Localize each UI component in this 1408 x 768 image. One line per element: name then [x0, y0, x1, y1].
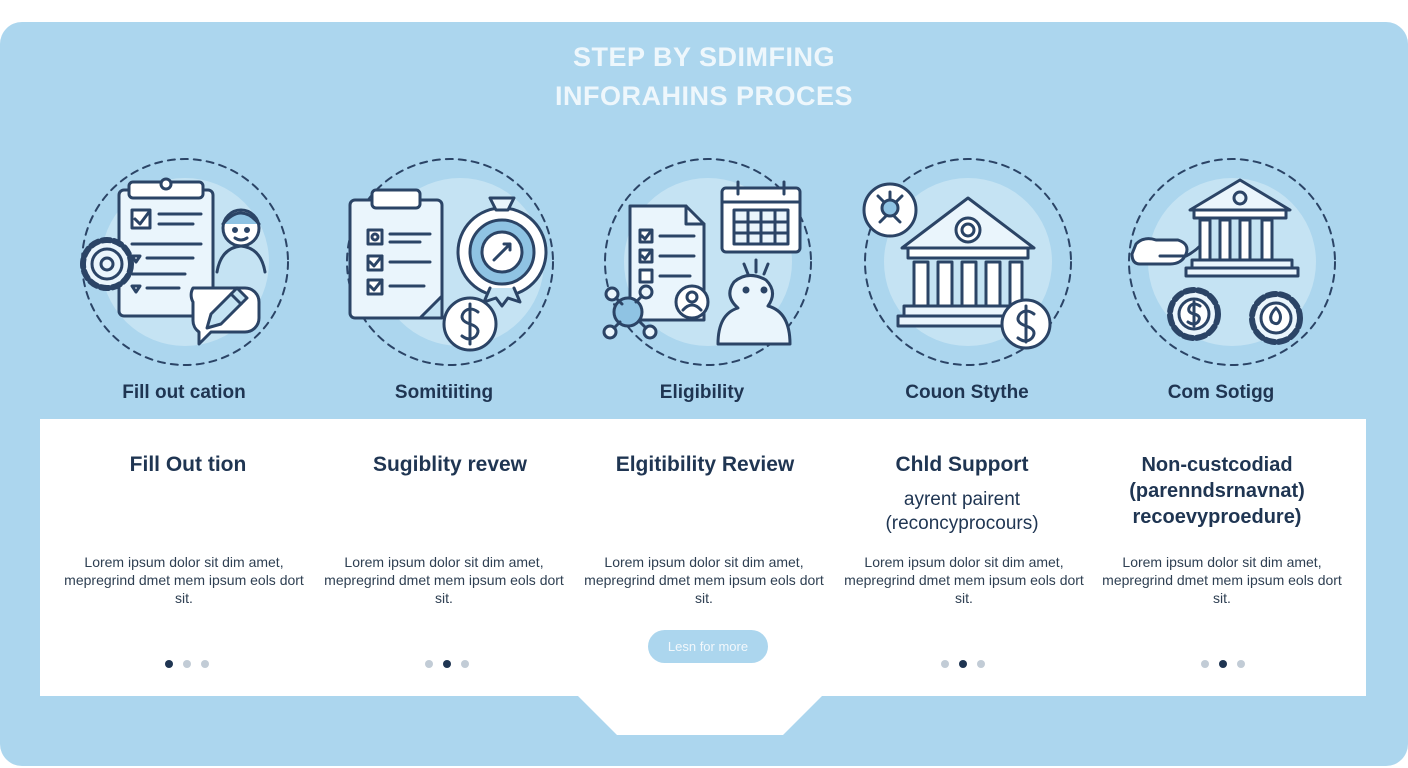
- column-description-2: Lorem ipsum dolor sit dim amet, mepregri…: [324, 554, 564, 606]
- card-notch: [577, 695, 823, 735]
- step-label-3: Eligibility: [659, 382, 745, 403]
- pagination-dot[interactable]: [183, 660, 191, 668]
- column-4: Chld Support ayrent pairent (reconcyproc…: [837, 452, 1087, 536]
- application-form-icon: [75, 152, 295, 372]
- submission-clipboard-icon: [340, 152, 560, 372]
- pagination-dot[interactable]: [959, 660, 967, 668]
- column-title: Non-custcodiad (parenndsrnavnat) recoevy…: [1129, 454, 1305, 528]
- column-3: Elgitibility Review: [580, 452, 830, 478]
- column-title: Chld Support: [895, 453, 1029, 476]
- pagination-dot[interactable]: [977, 660, 985, 668]
- column-title: Fill Out tion: [129, 453, 247, 476]
- pagination-dot[interactable]: [941, 660, 949, 668]
- pagination-dot[interactable]: [461, 660, 469, 668]
- page-title-line2: INFORAHINS PROCES: [554, 81, 854, 111]
- column-description-1: Lorem ipsum dolor sit dim amet, mepregri…: [64, 554, 304, 606]
- learn-more-button[interactable]: Lesn for more: [648, 630, 768, 663]
- column-2: Sugiblity revew: [325, 452, 575, 478]
- step-label-1: Fill out cation: [122, 382, 246, 403]
- column-subtitle: ayrent pairent (reconcyprocours): [885, 489, 1039, 534]
- pagination-dot[interactable]: [201, 660, 209, 668]
- column-title: Sugiblity revew: [372, 453, 528, 476]
- pagination-dots-4: [933, 660, 993, 670]
- step-label-4: Couon Stythe: [905, 382, 1029, 403]
- pagination-dot[interactable]: [1219, 660, 1227, 668]
- page-title: STEP BY SDIMFING: [572, 42, 836, 72]
- pagination-dot[interactable]: [443, 660, 451, 668]
- pagination-dots-5: [1193, 660, 1253, 670]
- column-description-5: Lorem ipsum dolor sit dim amet, mepregri…: [1102, 554, 1342, 606]
- pagination-dot[interactable]: [1237, 660, 1245, 668]
- court-building-icon: [858, 152, 1078, 372]
- pagination-dots-1: [157, 660, 217, 670]
- column-description-4: Lorem ipsum dolor sit dim amet, mepregri…: [844, 554, 1084, 606]
- column-5: Non-custcodiad (parenndsrnavnat) recoevy…: [1092, 452, 1342, 530]
- eligibility-review-icon: [598, 152, 818, 372]
- step-label-2: Somitiiting: [394, 382, 494, 403]
- column-description-3: Lorem ipsum dolor sit dim amet, mepregri…: [584, 554, 824, 606]
- column-title: Elgitibility Review: [615, 453, 795, 476]
- pagination-dots-2: [417, 660, 477, 670]
- pagination-dot[interactable]: [165, 660, 173, 668]
- pagination-dot[interactable]: [425, 660, 433, 668]
- pagination-dot[interactable]: [1201, 660, 1209, 668]
- agency-collection-icon: [1122, 152, 1342, 372]
- column-1: Fill Out tion: [63, 452, 313, 478]
- step-label-5: Com Sotigg: [1167, 382, 1275, 403]
